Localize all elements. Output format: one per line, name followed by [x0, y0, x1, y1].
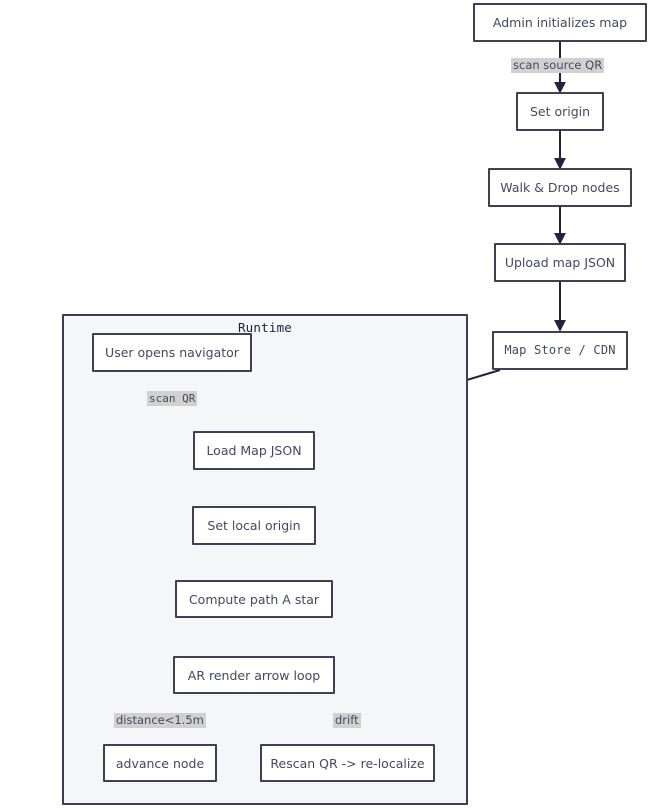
- node-set-origin[interactable]: Set origin: [516, 92, 604, 131]
- node-label: AR render arrow loop: [187, 667, 321, 683]
- node-load-map-json[interactable]: Load Map JSON: [193, 431, 315, 470]
- node-label: Set local origin: [207, 518, 301, 533]
- node-label: advance node: [115, 755, 205, 771]
- node-compute-path-a-star[interactable]: Compute path A star: [175, 580, 333, 618]
- node-ar-render-arrow-loop[interactable]: AR render arrow loop: [173, 656, 335, 694]
- edge-label-scan-qr: scan QR: [147, 391, 198, 406]
- edge-label-drift: drift: [333, 713, 361, 728]
- node-admin-initializes-map[interactable]: Admin initializes map: [473, 3, 647, 42]
- subgraph-runtime: Runtime: [62, 314, 468, 805]
- node-label: Walk & Drop nodes: [500, 180, 620, 195]
- node-label: Compute path A star: [188, 591, 320, 607]
- edge-label-text: drift: [335, 713, 359, 727]
- node-label: Set origin: [529, 104, 591, 119]
- node-label: Map Store / CDN: [504, 343, 616, 358]
- node-label: User opens navigator: [105, 345, 239, 360]
- node-label: Upload map JSON: [504, 255, 616, 270]
- edge-label-text: scan source QR: [513, 58, 603, 72]
- node-label: Load Map JSON: [206, 443, 302, 458]
- edge-label-distance: distance<1.5m: [114, 713, 206, 728]
- node-walk-drop-nodes[interactable]: Walk & Drop nodes: [488, 168, 632, 207]
- node-user-opens-navigator[interactable]: User opens navigator: [92, 333, 252, 372]
- node-map-store-cdn[interactable]: Map Store / CDN: [492, 331, 628, 370]
- node-label: Admin initializes map: [492, 15, 628, 30]
- edge-label-text: distance<1.5m: [116, 713, 204, 727]
- node-advance-node[interactable]: advance node: [103, 744, 217, 782]
- node-set-local-origin[interactable]: Set local origin: [192, 506, 316, 545]
- node-label: Rescan QR -> re-localize: [270, 755, 425, 771]
- subgraph-runtime-title: Runtime: [237, 320, 293, 335]
- node-rescan-qr-relocalize[interactable]: Rescan QR -> re-localize: [260, 744, 435, 782]
- edge-label-scan-source-qr: scan source QR: [511, 58, 605, 73]
- edge-label-text: scan QR: [149, 392, 196, 405]
- node-upload-map-json[interactable]: Upload map JSON: [494, 243, 626, 282]
